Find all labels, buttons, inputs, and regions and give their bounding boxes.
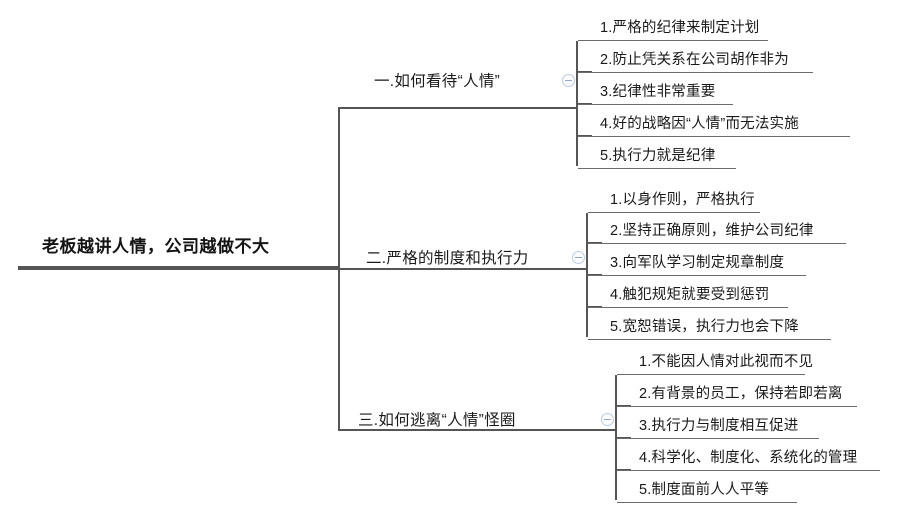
leaf-node-2-2[interactable]: 2.坚持正确原则，维护公司纪律 [610,223,814,239]
root-node-label[interactable]: 老板越讲人情，公司越做不大 [42,237,270,256]
collapse-minus-icon-branch-3[interactable] [601,413,614,426]
branch-underline-3 [338,429,615,431]
leaf-node-3-1[interactable]: 1.不能因人情对此视而不见 [639,354,814,370]
leaf-underline-3-5 [617,502,797,503]
branch-underline-2 [338,268,586,270]
leaf-underline-2-4 [588,307,788,308]
leaf-node-2-4[interactable]: 4.触犯规矩就要受到惩罚 [610,287,770,303]
leaf-node-3-2[interactable]: 2.有背景的员工，保持若即若离 [639,386,843,402]
branch-spine-2 [586,213,588,337]
leaf-node-3-5[interactable]: 5.制度面前人人平等 [639,482,770,498]
branch-spine-3 [615,375,617,500]
leaf-node-3-4[interactable]: 4.科学化、制度化、系统化的管理 [639,450,858,466]
leaf-underline-1-5 [578,168,736,169]
branch-label-2[interactable]: 二.严格的制度和执行力 [366,250,529,267]
collapse-minus-icon-branch-1[interactable] [562,74,575,87]
branch-underline-1 [338,107,576,109]
branch-label-3[interactable]: 三.如何逃离“人情”怪圈 [358,412,516,429]
leaf-node-2-5[interactable]: 5.宽恕错误，执行力也会下降 [610,319,799,335]
collapse-minus-icon-branch-2[interactable] [572,251,585,264]
branch-spine-1 [576,41,578,166]
leaf-underline-1-2 [578,72,813,73]
leaf-node-1-2[interactable]: 2.防止凭关系在公司胡作非为 [600,52,789,68]
leaf-underline-2-2 [588,243,846,244]
leaf-underline-3-2 [617,406,857,407]
leaf-node-1-5[interactable]: 5.执行力就是纪律 [600,148,716,164]
leaf-underline-3-4 [617,470,880,471]
leaf-node-2-3[interactable]: 3.向军队学习制定规章制度 [610,255,785,271]
leaf-underline-1-1 [578,40,768,41]
leaf-underline-2-5 [588,339,831,340]
root-node-underline [18,266,338,270]
leaf-underline-3-1 [617,374,805,375]
leaf-underline-3-3 [617,438,819,439]
leaf-underline-1-4 [578,136,850,137]
leaf-node-3-3[interactable]: 3.执行力与制度相互促进 [639,418,799,434]
leaf-node-1-1[interactable]: 1.严格的纪律来制定计划 [600,20,760,36]
leaf-node-1-3[interactable]: 3.纪律性非常重要 [600,84,716,100]
leaf-underline-2-3 [588,275,806,276]
leaf-underline-2-1 [588,212,760,213]
branch-label-1[interactable]: 一.如何看待“人情” [374,73,501,90]
leaf-node-2-1[interactable]: 1.以身作则，严格执行 [610,192,755,208]
leaf-node-1-4[interactable]: 4.好的战略因“人情”而无法实施 [600,116,799,132]
leaf-underline-1-3 [578,104,733,105]
